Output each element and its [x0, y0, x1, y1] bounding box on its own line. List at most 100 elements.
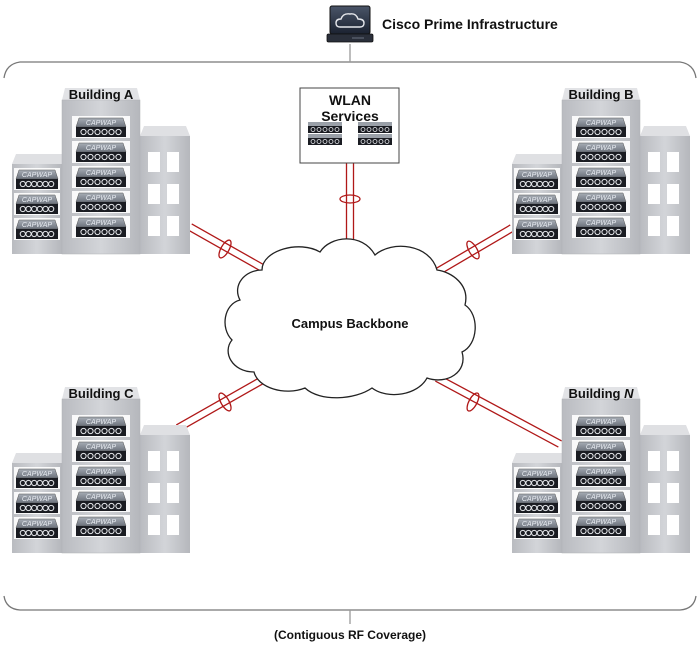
campus-backbone-node[interactable]: Campus Backbone — [224, 238, 476, 399]
top-bracket — [3, 44, 697, 79]
building-label-suffix: A — [124, 87, 134, 102]
access-point-icon[interactable]: CAPWAP — [75, 167, 127, 187]
capwap-label: CAPWAP — [86, 220, 117, 227]
access-point-icon[interactable]: CAPWAP — [75, 192, 127, 212]
link-bundle-icon — [218, 392, 232, 412]
wlan-switch-group — [308, 122, 392, 145]
building-label: Building C — [69, 386, 135, 401]
access-point-icon[interactable]: CAPWAP — [575, 192, 627, 212]
capwap-label: CAPWAP — [22, 222, 53, 229]
switch-icon[interactable] — [358, 134, 392, 145]
building-label: Building N — [569, 386, 635, 401]
capwap-label: CAPWAP — [522, 471, 553, 478]
link-building-b[interactable] — [434, 224, 515, 276]
link-bundle-icon — [466, 240, 480, 260]
capwap-label: CAPWAP — [586, 145, 617, 152]
access-point-icon[interactable]: CAPWAP — [575, 491, 627, 511]
capwap-label: CAPWAP — [86, 120, 117, 127]
capwap-label: CAPWAP — [22, 471, 53, 478]
building-label-prefix: Building — [569, 386, 625, 401]
window — [667, 451, 679, 471]
building-c[interactable]: Building C CAPWAP CAPWAP CAPWAP CAPWAP CAPWAP… — [12, 386, 190, 554]
switch-icon[interactable] — [308, 122, 342, 133]
access-point-icon[interactable]: CAPWAP — [515, 194, 559, 214]
access-point-icon[interactable]: CAPWAP — [515, 493, 559, 513]
access-point-icon[interactable]: CAPWAP — [75, 217, 127, 237]
building-label-prefix: Building — [69, 386, 125, 401]
capwap-label: CAPWAP — [86, 469, 117, 476]
access-point-icon[interactable]: CAPWAP — [575, 117, 627, 137]
capwap-label: CAPWAP — [86, 145, 117, 152]
link-building-n[interactable] — [435, 374, 562, 448]
link-bundle-icon — [339, 194, 361, 204]
capwap-label: CAPWAP — [86, 419, 117, 426]
access-point-icon[interactable]: CAPWAP — [515, 468, 559, 488]
access-point-icon[interactable]: CAPWAP — [575, 416, 627, 436]
access-point-icon[interactable]: CAPWAP — [575, 516, 627, 536]
window — [648, 184, 660, 204]
link-bundle-icon — [218, 239, 232, 259]
capwap-label: CAPWAP — [586, 195, 617, 202]
capwap-label: CAPWAP — [522, 197, 553, 204]
access-point-icon[interactable]: CAPWAP — [75, 441, 127, 461]
building-b[interactable]: Building BCAPWAPCAPWAPCAPWAPCAPWAPCAPWAP… — [512, 87, 690, 255]
switch-icon[interactable] — [308, 134, 342, 145]
wlan-label-line1: WLAN — [329, 92, 371, 108]
rf-coverage-caption: (Contiguous RF Coverage) — [274, 628, 426, 642]
access-point-icon[interactable]: CAPWAP — [15, 219, 59, 239]
capwap-label: CAPWAP — [86, 444, 117, 451]
building-n[interactable]: Building N CAPWAP CAPWAP CAPWAP CAPWAP CAPWAP… — [512, 386, 690, 554]
building-a[interactable]: Building ACAPWAPCAPWAPCAPWAPCAPWAPCAPWAP… — [12, 87, 190, 255]
access-point-icon[interactable]: CAPWAP — [75, 491, 127, 511]
window — [167, 515, 179, 535]
access-point-icon[interactable]: CAPWAP — [15, 169, 59, 189]
window — [148, 216, 160, 236]
access-point-icon[interactable]: CAPWAP — [75, 416, 127, 436]
access-point-icon[interactable]: CAPWAP — [75, 516, 127, 536]
capwap-label: CAPWAP — [22, 496, 53, 503]
switch-icon[interactable] — [358, 122, 392, 133]
access-point-icon[interactable]: CAPWAP — [575, 466, 627, 486]
capwap-label: CAPWAP — [586, 469, 617, 476]
access-point-icon[interactable]: CAPWAP — [515, 219, 559, 239]
window — [167, 483, 179, 503]
access-point-icon[interactable]: CAPWAP — [75, 466, 127, 486]
window — [148, 483, 160, 503]
access-point-icon[interactable]: CAPWAP — [15, 518, 59, 538]
links-layer — [175, 163, 562, 448]
capwap-label: CAPWAP — [586, 494, 617, 501]
window — [167, 184, 179, 204]
access-point-icon[interactable]: CAPWAP — [575, 217, 627, 237]
campus-backbone-label: Campus Backbone — [291, 316, 408, 331]
cisco-prime-title: Cisco Prime Infrastructure — [382, 16, 558, 32]
link-building-c[interactable] — [175, 374, 269, 432]
laptop-cloud-icon — [326, 5, 374, 43]
window — [167, 152, 179, 172]
window — [648, 216, 660, 236]
cisco-prime-node[interactable]: Cisco Prime Infrastructure — [326, 5, 558, 43]
window — [648, 515, 660, 535]
bottom-bracket — [3, 595, 697, 624]
access-point-icon[interactable]: CAPWAP — [575, 441, 627, 461]
capwap-label: CAPWAP — [522, 172, 553, 179]
capwap-label: CAPWAP — [522, 496, 553, 503]
access-point-icon[interactable]: CAPWAP — [575, 142, 627, 162]
access-point-icon[interactable]: CAPWAP — [15, 493, 59, 513]
access-point-icon[interactable]: CAPWAP — [515, 169, 559, 189]
access-point-icon[interactable]: CAPWAP — [75, 142, 127, 162]
window — [648, 152, 660, 172]
capwap-label: CAPWAP — [22, 172, 53, 179]
window — [148, 515, 160, 535]
access-point-icon[interactable]: CAPWAP — [15, 468, 59, 488]
link-building-a[interactable] — [187, 223, 269, 274]
access-point-icon[interactable]: CAPWAP — [575, 167, 627, 187]
capwap-label: CAPWAP — [86, 519, 117, 526]
access-point-icon[interactable]: CAPWAP — [515, 518, 559, 538]
access-point-icon[interactable]: CAPWAP — [15, 194, 59, 214]
building-label-prefix: Building — [569, 87, 625, 102]
access-point-icon[interactable]: CAPWAP — [75, 117, 127, 137]
buildings-layer: Building A CAPWAP CAPWAP CAPWAP CAPWAP CAPWAP… — [12, 87, 690, 554]
wlan-services-node[interactable]: WLAN Services — [299, 87, 400, 164]
window — [148, 451, 160, 471]
